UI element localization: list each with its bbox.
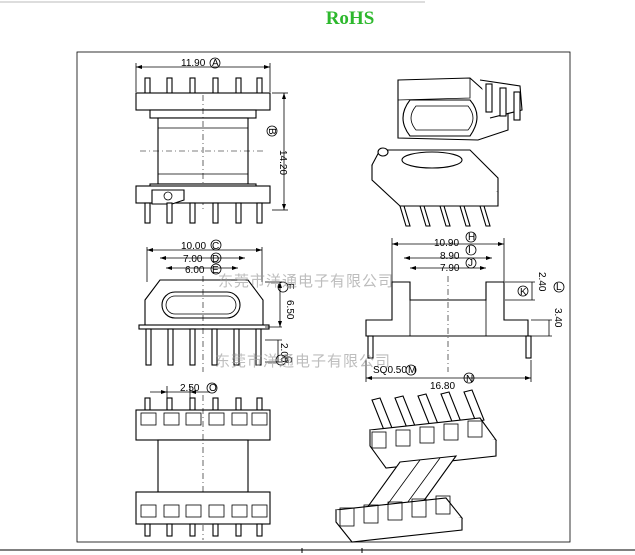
marker-c: C [212, 241, 219, 252]
pitch-marker: O [209, 383, 217, 394]
dim-e-text: 6.00 [185, 265, 205, 276]
dim-j-text: 7.90 [440, 263, 460, 274]
dim-h-text: 10.90 [434, 238, 459, 249]
marker-n: N [466, 374, 473, 385]
marker-f: F [284, 283, 295, 289]
width-dim-marker: A [212, 58, 219, 69]
marker-g: G [282, 356, 293, 364]
pitch-dim-text: 2.50 [180, 383, 200, 394]
iso-view-bottom [334, 389, 498, 543]
side-view: 10.90 H 8.90 I 7.90 J 2.40 K L 3.40 [365, 231, 565, 392]
marker-h: H [468, 232, 475, 243]
front-window [161, 291, 241, 319]
dim-m-text: SQ0.50 [373, 365, 407, 376]
marker-m: M [408, 365, 416, 376]
marker-d: D [212, 254, 219, 265]
drawing-border [76, 51, 571, 543]
dim-c-text: 10.00 [181, 241, 206, 252]
side-body [365, 281, 529, 337]
iso-core [402, 99, 478, 137]
bottom-bottom-flange [135, 491, 271, 525]
dim-d-text: 7.00 [183, 254, 203, 265]
height-dim-text: 14.20 [277, 150, 288, 175]
dim-k-text: 2.40 [536, 272, 547, 292]
width-dim-text: 11.90 [181, 58, 206, 69]
front-view: 10.00 C 7.00 D 6.00 E 6.5 [138, 239, 295, 372]
dim-l-text: 3.40 [552, 308, 563, 328]
watermark-1: 东莞市洋通电子有限公司 [218, 272, 394, 290]
marker-k: K [520, 287, 527, 298]
watermark-2: 东莞市洋通电子有限公司 [215, 352, 391, 370]
marker-e: E [212, 265, 219, 276]
marker-i: I [468, 245, 471, 256]
marker-l: L [556, 282, 562, 293]
dim-g-text: 2.00 [278, 343, 289, 363]
iso-view-top [371, 77, 523, 227]
dim-f-text: 6.50 [284, 300, 295, 320]
rohs-badge: RoHS [325, 8, 375, 29]
bottom-view: 2.50 O [135, 382, 271, 540]
marker-j: J [468, 258, 473, 269]
top-view: 11.90 A [135, 57, 288, 224]
dim-n-text: 16.80 [430, 381, 455, 392]
height-dim-marker: B [266, 128, 277, 135]
dim-i-text: 8.90 [440, 251, 460, 262]
